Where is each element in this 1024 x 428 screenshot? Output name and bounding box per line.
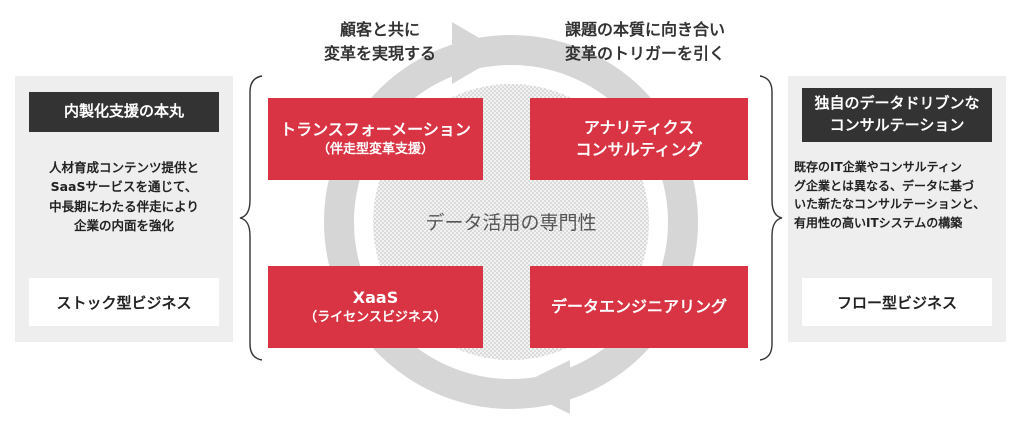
quadrant-data-engineering: データエンジニアリング (530, 266, 748, 348)
right-panel-description: 既存のIT企業やコンサルティン グ企業とは異なる、データに基づ いた新たなコンサ… (794, 160, 986, 230)
right-brace-icon (759, 75, 783, 361)
quadrant-transformation-main: トランスフォーメーション (280, 120, 471, 140)
right-panel: 独自のデータドリブンな コンサルテーション 既存のIT企業やコンサルティン グ企… (788, 76, 1006, 342)
top-caption-left: 顧客と共に 変革を実現する (323, 20, 436, 63)
cycle-ring (324, 35, 698, 409)
left-panel-business-type: ストック型ビジネス (29, 278, 219, 326)
quadrant-analytics-main: アナリティクス コンサルティング (575, 118, 703, 159)
cycle-arrow-icon (452, 22, 505, 84)
left-panel-title: 内製化支援の本丸 (29, 92, 219, 132)
left-brace-icon (239, 75, 263, 361)
center-label: データ活用の専門性 (425, 212, 597, 234)
quadrant-analytics-consulting: アナリティクス コンサルティング (530, 98, 748, 180)
quadrant-data-engineering-main: データエンジニアリング (550, 297, 727, 317)
quadrant-transformation: トランスフォーメーション （伴走型変革支援） (268, 98, 483, 180)
right-panel-business-type: フロー型ビジネス (802, 278, 992, 326)
quadrant-transformation-sub: （伴走型変革支援） (316, 142, 434, 158)
cycle-arrow-icon (515, 360, 570, 414)
quadrant-xaas-sub: （ライセンスビジネス） (304, 310, 447, 326)
quadrant-xaas-main: XaaS (352, 288, 399, 308)
top-caption-right: 課題の本質に向き合い 変革のトリガーを引く (564, 20, 725, 63)
right-panel-title: 独自のデータドリブンな コンサルテーション (802, 88, 992, 142)
left-panel: 内製化支援の本丸 人材育成コンテンツ提供と SaaSサービスを通じて、 中長期に… (15, 76, 233, 342)
quadrant-xaas: XaaS （ライセンスビジネス） (268, 266, 483, 348)
left-panel-description: 人材育成コンテンツ提供と SaaSサービスを通じて、 中長期にわたる伴走により … (48, 160, 199, 234)
